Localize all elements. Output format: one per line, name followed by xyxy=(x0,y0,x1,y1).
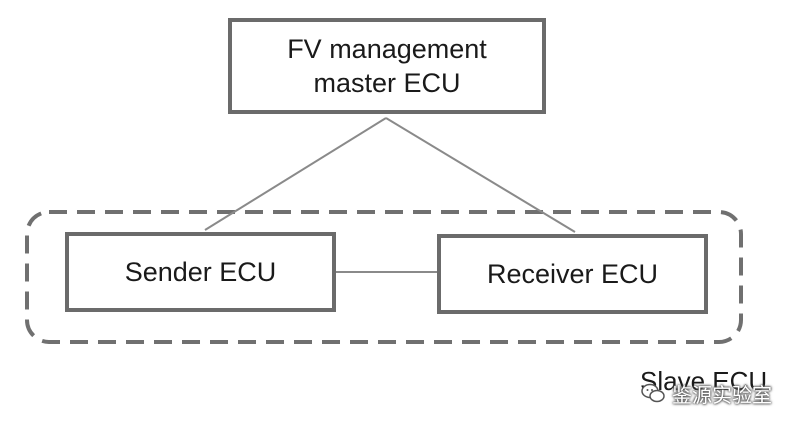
watermark: 鉴源实验室 xyxy=(640,378,772,408)
receiver-ecu-box: Receiver ECU xyxy=(437,234,708,314)
chat-bubbles-icon xyxy=(641,383,665,403)
master-ecu-label-line2: master ECU xyxy=(313,68,461,98)
connector-master-to-receiver xyxy=(385,117,576,233)
connector-master-to-sender xyxy=(204,117,387,231)
sender-ecu-label: Sender ECU xyxy=(124,257,277,287)
slave-ecu-group-border xyxy=(25,210,743,344)
receiver-ecu-label: Receiver ECU xyxy=(486,259,659,289)
sender-ecu-box: Sender ECU xyxy=(65,232,336,312)
fv-management-master-ecu-box: FV management master ECU xyxy=(228,18,546,114)
master-ecu-label-line1: FV management xyxy=(287,34,487,64)
watermark-text: 鉴源实验室 xyxy=(672,384,772,407)
